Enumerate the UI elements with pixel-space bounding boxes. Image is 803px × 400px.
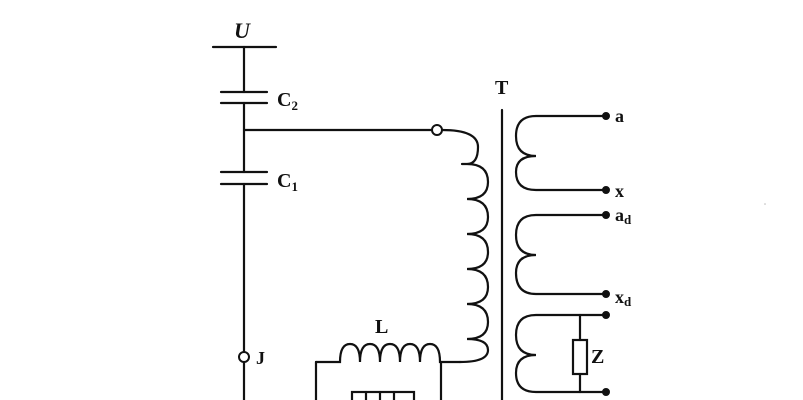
voltage-label: U [234, 18, 251, 43]
terminal-ad-dot [602, 211, 610, 219]
terminal-z-top-dot [602, 311, 610, 319]
secondary-coil-adxd [514, 213, 606, 296]
impedance-label: Z [591, 346, 604, 368]
terminal-xd-dot [602, 290, 610, 298]
primary-coil [440, 128, 490, 364]
inductor-core-box [350, 390, 416, 400]
terminal-z-bottom-dot [602, 388, 610, 396]
terminal-a-dot [602, 112, 610, 120]
impedance-resistor [571, 338, 589, 376]
capacitor-c2-label: C2 [277, 89, 298, 113]
terminal-xd-label: xd [615, 287, 632, 309]
terminal-ad-label: ad [615, 205, 632, 227]
inductor-label: L [375, 316, 388, 338]
secondary-coil-ax [514, 114, 606, 192]
inductor-coil [314, 342, 462, 364]
primary-terminal-circle [431, 124, 443, 136]
scan-speck [764, 203, 766, 205]
terminal-x-dot [602, 186, 610, 194]
terminal-x-label: x [615, 181, 624, 201]
node-j-label: J [256, 348, 265, 368]
secondary-coil-z [514, 313, 606, 394]
capacitor-c1-label: C1 [277, 170, 298, 194]
node-j-circle [238, 351, 250, 363]
transformer-label: T [495, 77, 509, 99]
terminal-a-label: a [615, 106, 624, 126]
